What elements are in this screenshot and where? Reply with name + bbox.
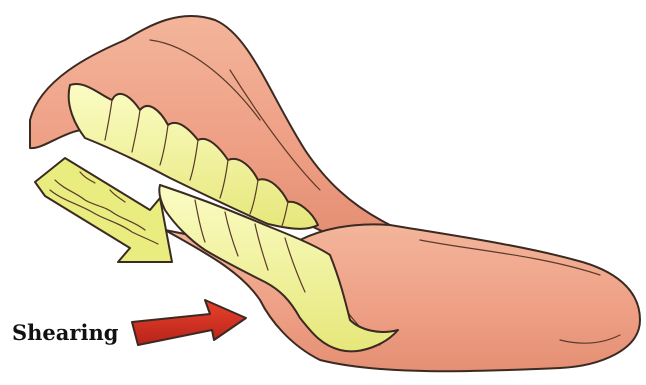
red-arrow-icon xyxy=(132,300,246,345)
shearing-label: Shearing xyxy=(12,320,119,345)
yellow-arrow-icon xyxy=(35,158,172,262)
